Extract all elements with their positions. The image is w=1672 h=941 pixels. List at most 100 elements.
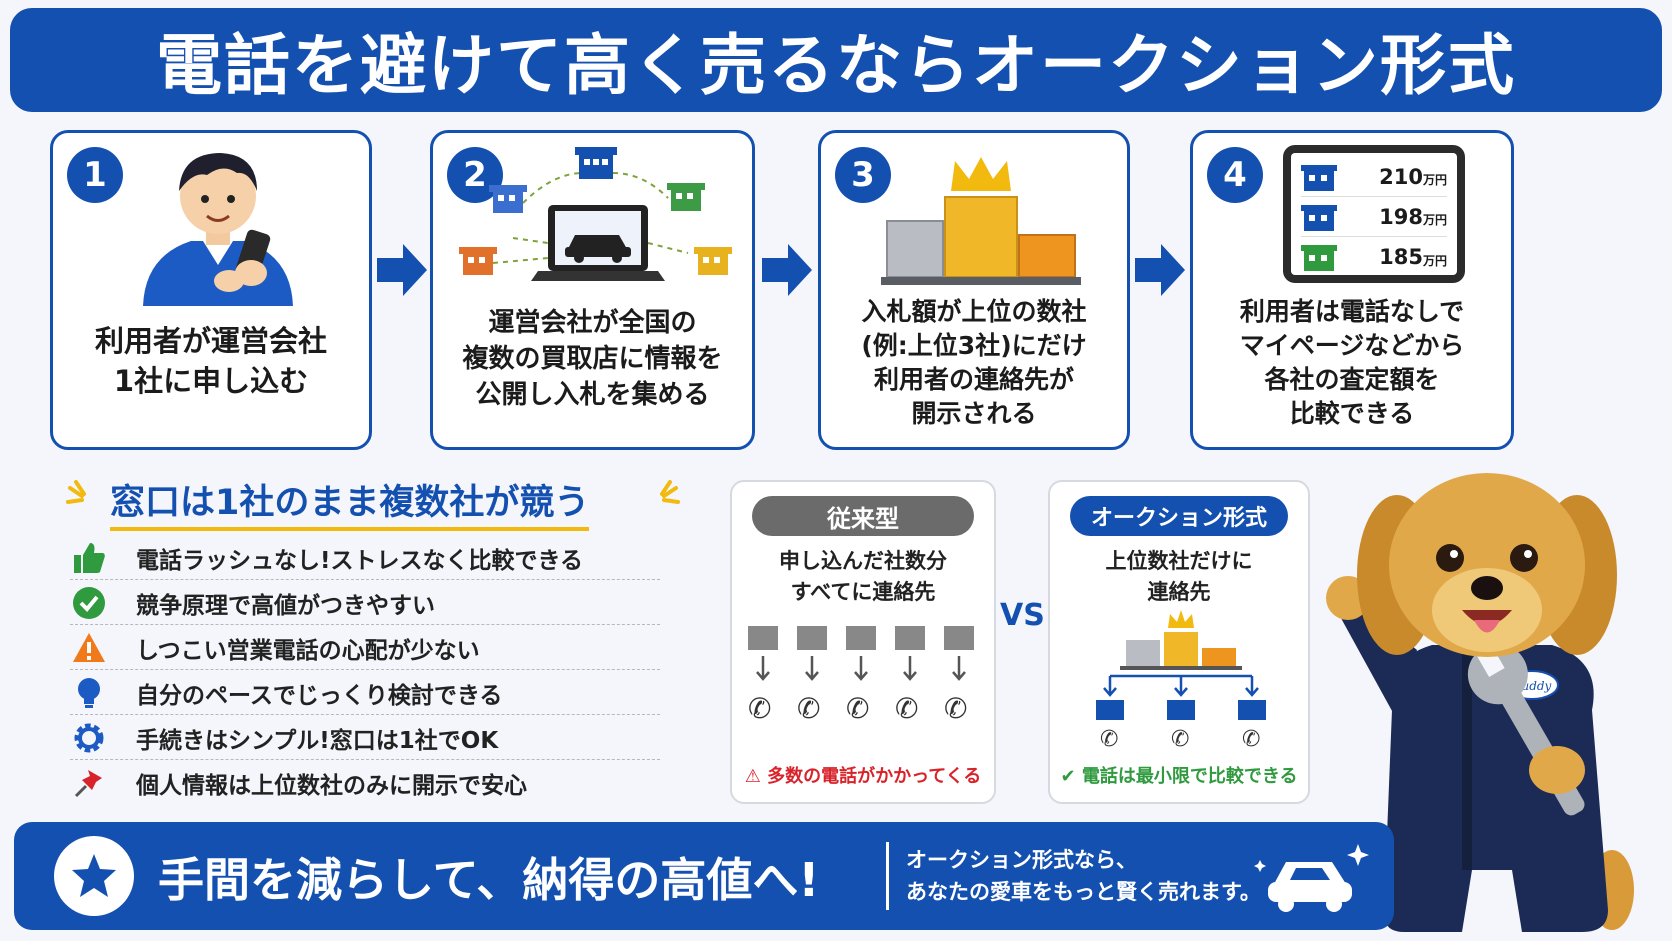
sparkle-icon	[66, 480, 86, 504]
store-icon	[1301, 164, 1337, 191]
title-banner: 電話を避けて高く売るならオークション形式	[10, 8, 1662, 112]
sparkling-car-icon	[1254, 844, 1369, 912]
step-text-line: 開示される	[911, 399, 1037, 428]
step-text-line: 比較できる	[1289, 399, 1415, 428]
step-text-line: 入札額が上位の数社	[861, 297, 1087, 326]
benefit-item: 自分のペースでじっくり検討できる	[70, 671, 660, 715]
step-text-line: マイページなどから	[1239, 331, 1465, 360]
step-text-line: 利用者の連絡先が	[873, 365, 1074, 394]
bid-amount: 185	[1379, 245, 1423, 269]
traditional-desc-line: 申し込んだ社数分	[779, 549, 947, 573]
svg-text:✆: ✆	[1242, 727, 1260, 748]
vs-label: VS	[1000, 598, 1045, 633]
step-text-line: 利用者が運営会社	[94, 324, 327, 358]
arrow-right-icon	[377, 244, 427, 296]
thumbs-up-icon	[74, 542, 105, 573]
auction-panel: オークション形式 上位数社だけに 連絡先 ✆ ✆ ✆ ✔ 電話は最小限で比較できる	[1048, 480, 1310, 804]
step-number: 1	[67, 147, 123, 203]
bid-unit: 万円	[1422, 253, 1447, 268]
step-text-line: 1社に申し込む	[113, 364, 309, 398]
traditional-label: 従来型	[752, 496, 974, 536]
benefit-item: 手続きはシンプル!窓口は1社でOK	[70, 716, 660, 760]
step-card-2: 2 運営会社が全国の 複数の買取店に情報を 公開し入札を集める	[430, 130, 755, 450]
step-number: 4	[1207, 147, 1263, 203]
benefit-item: 電話ラッシュなし!ストレスなく比較できる	[70, 536, 660, 580]
auction-note: 電話は最小限で比較できる	[1081, 766, 1298, 787]
lightbulb-icon	[78, 677, 100, 708]
step-number: 3	[835, 147, 891, 203]
traditional-desc-line: すべてに連絡先	[790, 580, 936, 604]
benefit-text: 個人情報は上位数社のみに開示で安心	[136, 773, 527, 799]
auction-desc-line: 連絡先	[1147, 580, 1211, 604]
auction-label: オークション形式	[1070, 496, 1288, 536]
crown-icon	[951, 157, 1011, 191]
traditional-note: 多数の電話がかかってくる	[767, 766, 982, 787]
warning-icon	[73, 632, 105, 662]
arrow-right-icon	[1135, 244, 1185, 296]
store-icon	[694, 247, 732, 275]
bid-amount: 198	[1379, 204, 1423, 229]
car-icon	[565, 235, 631, 263]
store-icon	[1301, 245, 1337, 271]
gear-icon	[74, 723, 104, 752]
ranking-bars-illustration	[881, 157, 1081, 285]
footer-sub-line: あなたの愛車をもっと賢く売れます。	[906, 880, 1261, 904]
benefit-text: 自分のペースでじっくり検討できる	[136, 682, 503, 709]
step-text-line: 運営会社が全国の	[488, 308, 697, 338]
page-title: 電話を避けて高く売るならオークション形式	[156, 27, 1516, 104]
store-icon	[1301, 204, 1337, 231]
benefit-text: しつこい営業電話の心配が少ない	[136, 637, 480, 664]
svg-text:✆: ✆	[846, 692, 869, 725]
benefit-text: 競争原理で高値がつきやすい	[136, 592, 435, 619]
svg-text:✆: ✆	[1100, 727, 1118, 748]
svg-text:✆: ✆	[748, 692, 771, 725]
footer-main-text: 手間を減らして、納得の高値へ!	[158, 853, 820, 907]
store-icon	[575, 147, 617, 179]
bid-amount: 210	[1379, 164, 1423, 189]
bottom-banner: 手間を減らして、納得の高値へ! オークション形式なら、 あなたの愛車をもっと賢く…	[14, 822, 1394, 930]
star-icon	[72, 854, 116, 897]
store-icon	[667, 183, 705, 211]
svg-text:✆: ✆	[944, 692, 967, 725]
benefit-item: しつこい営業電話の心配が少ない	[70, 626, 660, 670]
step-text-line: 利用者は電話なしで	[1239, 297, 1465, 326]
pin-icon	[74, 770, 102, 798]
step-text-line: 複数の買取店に情報を	[462, 344, 723, 374]
arrow-right-icon	[762, 244, 812, 296]
svg-text:✆: ✆	[797, 692, 820, 725]
laptop-network-illustration	[459, 147, 732, 281]
warning-icon: ⚠	[744, 766, 768, 787]
step-text-line: (例:上位3社)にだけ	[861, 331, 1087, 360]
svg-text:✆: ✆	[1171, 727, 1189, 748]
step-text-line: 公開し入札を集める	[475, 380, 710, 410]
sparkle-icon	[660, 480, 680, 504]
few-calls-diagram: ✆ ✆ ✆	[1096, 610, 1266, 748]
step-card-3: 3 入札額が上位の数社 (例:上位3社)にだけ 利用者の連絡先が 開示される	[818, 130, 1130, 450]
person-with-phone-illustration	[143, 153, 293, 306]
benefits-heading: 窓口は1社のまま複数社が競う	[110, 474, 590, 531]
crown-icon	[1168, 610, 1194, 628]
step-card-1: 1 利用者が運営会社 1社に申し込む	[50, 130, 372, 450]
bid-unit: 万円	[1422, 213, 1447, 227]
step-text-line: 各社の査定額を	[1264, 365, 1440, 394]
star-badge	[54, 836, 134, 916]
benefit-text: 手続きはシンプル!窓口は1社でOK	[136, 727, 499, 754]
store-icon	[489, 185, 527, 213]
benefit-item: 競争原理で高値がつきやすい	[70, 581, 660, 625]
bid-unit: 万円	[1422, 173, 1447, 187]
svg-text:✆: ✆	[895, 692, 918, 725]
traditional-panel: 従来型 申し込んだ社数分 すべてに連絡先 ✆ ✆ ✆ ✆ ✆ ⚠ 多数の電話がかかってく…	[730, 480, 996, 804]
footer-sub-line: オークション形式なら、	[906, 848, 1137, 872]
benefit-text: 電話ラッシュなし!ストレスなく比較できる	[136, 547, 584, 574]
auction-desc-line: 上位数社だけに	[1105, 549, 1253, 573]
dog-mascot-illustration: Buddy	[1326, 473, 1634, 932]
check-circle-icon	[73, 586, 105, 619]
check-circle-icon: ✔	[1060, 766, 1082, 787]
benefit-item: 個人情報は上位数社のみに開示で安心	[70, 761, 660, 805]
many-calls-diagram: ✆ ✆ ✆ ✆ ✆	[748, 626, 974, 725]
